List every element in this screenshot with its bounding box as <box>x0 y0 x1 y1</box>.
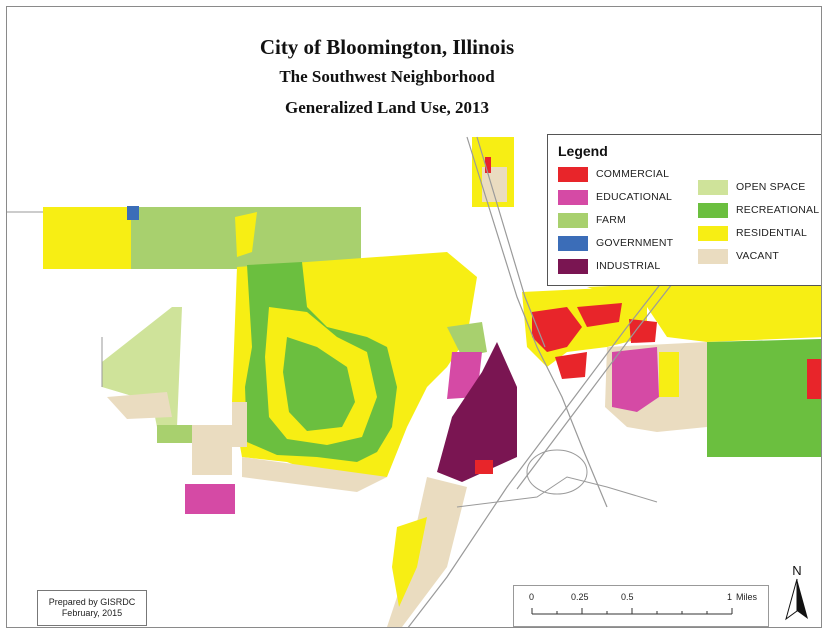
map-frame: City of Bloomington, Illinois The Southw… <box>6 6 822 628</box>
road-network <box>466 136 608 508</box>
parcel-commercial <box>629 319 657 343</box>
legend-swatch <box>558 190 588 205</box>
scale-bar: 0 0.25 0.5 1 Miles <box>513 585 769 627</box>
legend-label: EDUCATIONAL <box>596 191 673 203</box>
map-title: City of Bloomington, Illinois <box>259 35 515 59</box>
north-arrow-icon <box>785 578 808 621</box>
road-network <box>476 136 546 348</box>
legend-swatch <box>558 236 588 251</box>
credit-prepared-by: Prepared by GISRDC <box>48 597 136 607</box>
legend-title: Legend <box>558 143 608 159</box>
parcel-vacant <box>387 477 467 627</box>
legend-label: RESIDENTIAL <box>736 227 808 239</box>
parcel-commercial <box>475 460 493 474</box>
road-network <box>456 476 658 508</box>
parcel-commercial <box>485 157 491 173</box>
parcel-commercial <box>577 303 622 327</box>
parcel-vacant <box>232 402 247 447</box>
parcel-industrial <box>437 342 517 482</box>
credit-date: February, 2015 <box>61 608 123 618</box>
legend-swatch <box>558 213 588 228</box>
parcel-residential <box>659 352 679 397</box>
parcel-commercial <box>807 359 821 399</box>
north-label: N <box>792 563 802 578</box>
parcel-commercial <box>555 352 587 379</box>
legend-label: OPEN SPACE <box>736 181 806 193</box>
credit-box: Prepared by GISRDC February, 2015 <box>37 590 147 626</box>
map-subtitle: The Southwest Neighborhood <box>279 67 495 86</box>
parcel-educational <box>612 347 659 412</box>
legend-label: FARM <box>596 214 626 226</box>
scale-unit: Miles <box>736 592 758 602</box>
legend-label: COMMERCIAL <box>596 168 670 180</box>
scale-tick-label: 0 <box>529 592 535 602</box>
parcel-vacant <box>107 392 172 419</box>
parcel-residential <box>392 517 427 607</box>
parcel-educational <box>185 484 235 514</box>
parcel-residential <box>235 212 257 257</box>
legend-swatch <box>698 203 728 218</box>
scale-bar-graphic <box>531 608 733 615</box>
land-use-map <box>7 136 821 627</box>
legend: Legend COMMERCIAL EDUCATIONAL FARM GOVER… <box>547 134 821 286</box>
parcel-residential <box>43 207 131 269</box>
legend-swatch <box>698 249 728 264</box>
legend-label: INDUSTRIAL <box>596 260 661 272</box>
legend-swatch <box>558 167 588 182</box>
road-network <box>407 236 698 627</box>
parcel-vacant <box>242 457 387 492</box>
parcel-recreational <box>283 337 355 431</box>
legend-label: RECREATIONAL <box>736 204 820 216</box>
road-interchange <box>526 449 588 495</box>
legend-label: VACANT <box>736 250 780 262</box>
parcel-farm <box>447 322 487 357</box>
map-subtitle-date: Generalized Land Use, 2013 <box>285 98 489 117</box>
legend-swatch <box>698 226 728 241</box>
parcel-vacant <box>192 425 232 475</box>
legend-swatch <box>698 180 728 195</box>
scale-tick-label: 0.25 <box>571 592 589 602</box>
scale-tick-label: 0.5 <box>621 592 634 602</box>
parcel-government <box>127 206 139 220</box>
legend-swatch <box>558 259 588 274</box>
scale-tick-label: 1 <box>727 592 733 602</box>
parcel-commercial <box>532 307 582 352</box>
legend-label: GOVERNMENT <box>596 237 674 249</box>
parcel-residential <box>747 287 821 327</box>
parcel-recreational <box>707 339 821 457</box>
north-arrow: N <box>780 563 814 623</box>
